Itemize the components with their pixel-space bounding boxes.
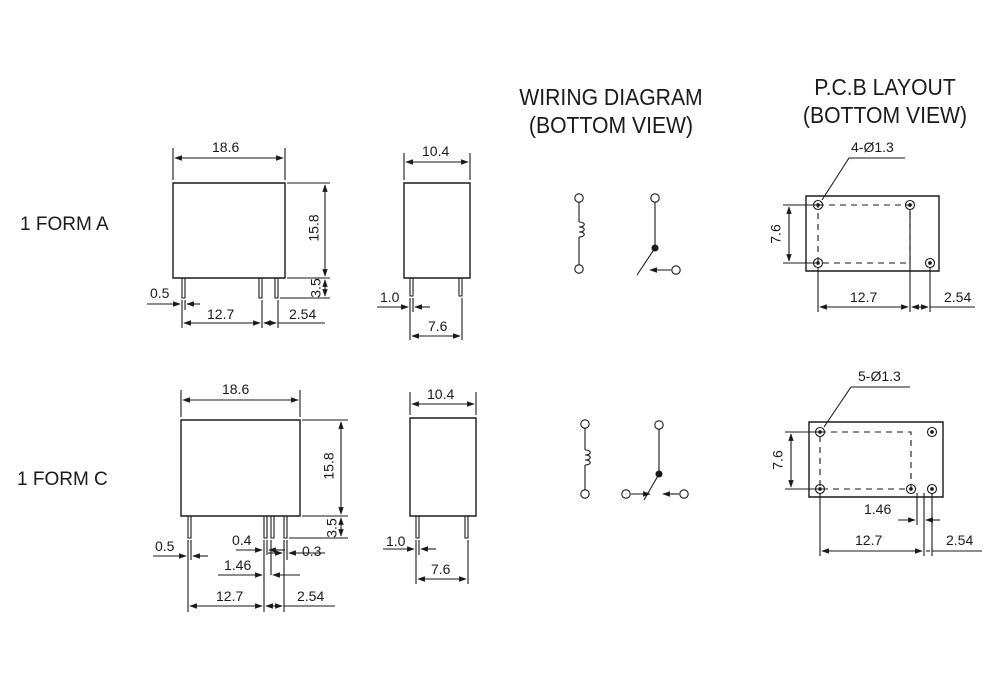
form-a-side-width: 10.4 [422, 143, 450, 159]
form-c-pcb-spacing: 12.7 [855, 532, 883, 548]
form-a-front-view [147, 148, 330, 328]
form-a-front-pin-offset: 2.54 [289, 306, 317, 322]
form-a-side-view [377, 153, 470, 340]
form-c-pcb-holes: 5-Ø1.3 [858, 368, 901, 384]
form-c-side-width: 10.4 [427, 386, 455, 402]
form-a-front-pin-length: 3.5 [307, 278, 324, 298]
form-a-pcb-height: 7.6 [767, 224, 784, 244]
form-c-wiring [580, 419, 689, 500]
pcb-heading-line1: P.C.B LAYOUT [814, 74, 956, 100]
wiring-heading-line1: WIRING DIAGRAM [519, 84, 703, 110]
wiring-heading-line2: (BOTTOM VIEW) [528, 112, 694, 138]
form-a-pcb-spacing: 12.7 [850, 289, 878, 305]
form-c-label: 1 FORM C [17, 469, 108, 490]
form-c-front-pin-length: 3.5 [323, 518, 340, 538]
form-a-side-pin-width: 1.0 [380, 289, 400, 305]
form-a-pcb-offset: 2.54 [944, 289, 972, 305]
form-c-side-pin-width: 1.0 [386, 533, 406, 549]
form-c-front-pin-width: 0.5 [155, 538, 175, 554]
form-a-front-pin-width: 0.5 [150, 285, 170, 301]
form-a-pcb [783, 158, 975, 312]
form-c-front-pin-width-mid: 0.4 [232, 532, 252, 548]
form-a-label: 1 FORM A [20, 214, 109, 235]
form-c-front-height: 15.8 [320, 452, 337, 480]
form-c-side-view [383, 392, 476, 584]
form-a-front-height: 15.8 [305, 214, 322, 242]
form-a-wiring [574, 193, 681, 275]
form-c-front-view [153, 390, 348, 612]
form-c-side-pin-spacing: 7.6 [431, 561, 451, 577]
form-c-front-pin-width-right: 0.3 [302, 543, 322, 559]
form-a-pcb-holes: 4-Ø1.3 [851, 139, 894, 155]
form-c-front-mid-spacing: 1.46 [224, 557, 252, 573]
form-c-front-pin-spacing: 12.7 [216, 588, 244, 604]
form-c-pcb-height: 7.6 [769, 450, 786, 470]
pcb-heading-line2: (BOTTOM VIEW) [802, 102, 968, 128]
form-a-front-pin-spacing: 12.7 [207, 306, 235, 322]
form-c-pcb [785, 387, 982, 556]
form-c-pcb-offset: 2.54 [946, 532, 974, 548]
form-a-front-width: 18.6 [212, 139, 240, 155]
form-a-side-pin-spacing: 7.6 [428, 318, 448, 334]
form-c-front-pin-offset: 2.54 [297, 588, 325, 604]
form-c-pcb-mid-spacing: 1.46 [864, 501, 892, 517]
form-c-front-width: 18.6 [222, 381, 250, 397]
